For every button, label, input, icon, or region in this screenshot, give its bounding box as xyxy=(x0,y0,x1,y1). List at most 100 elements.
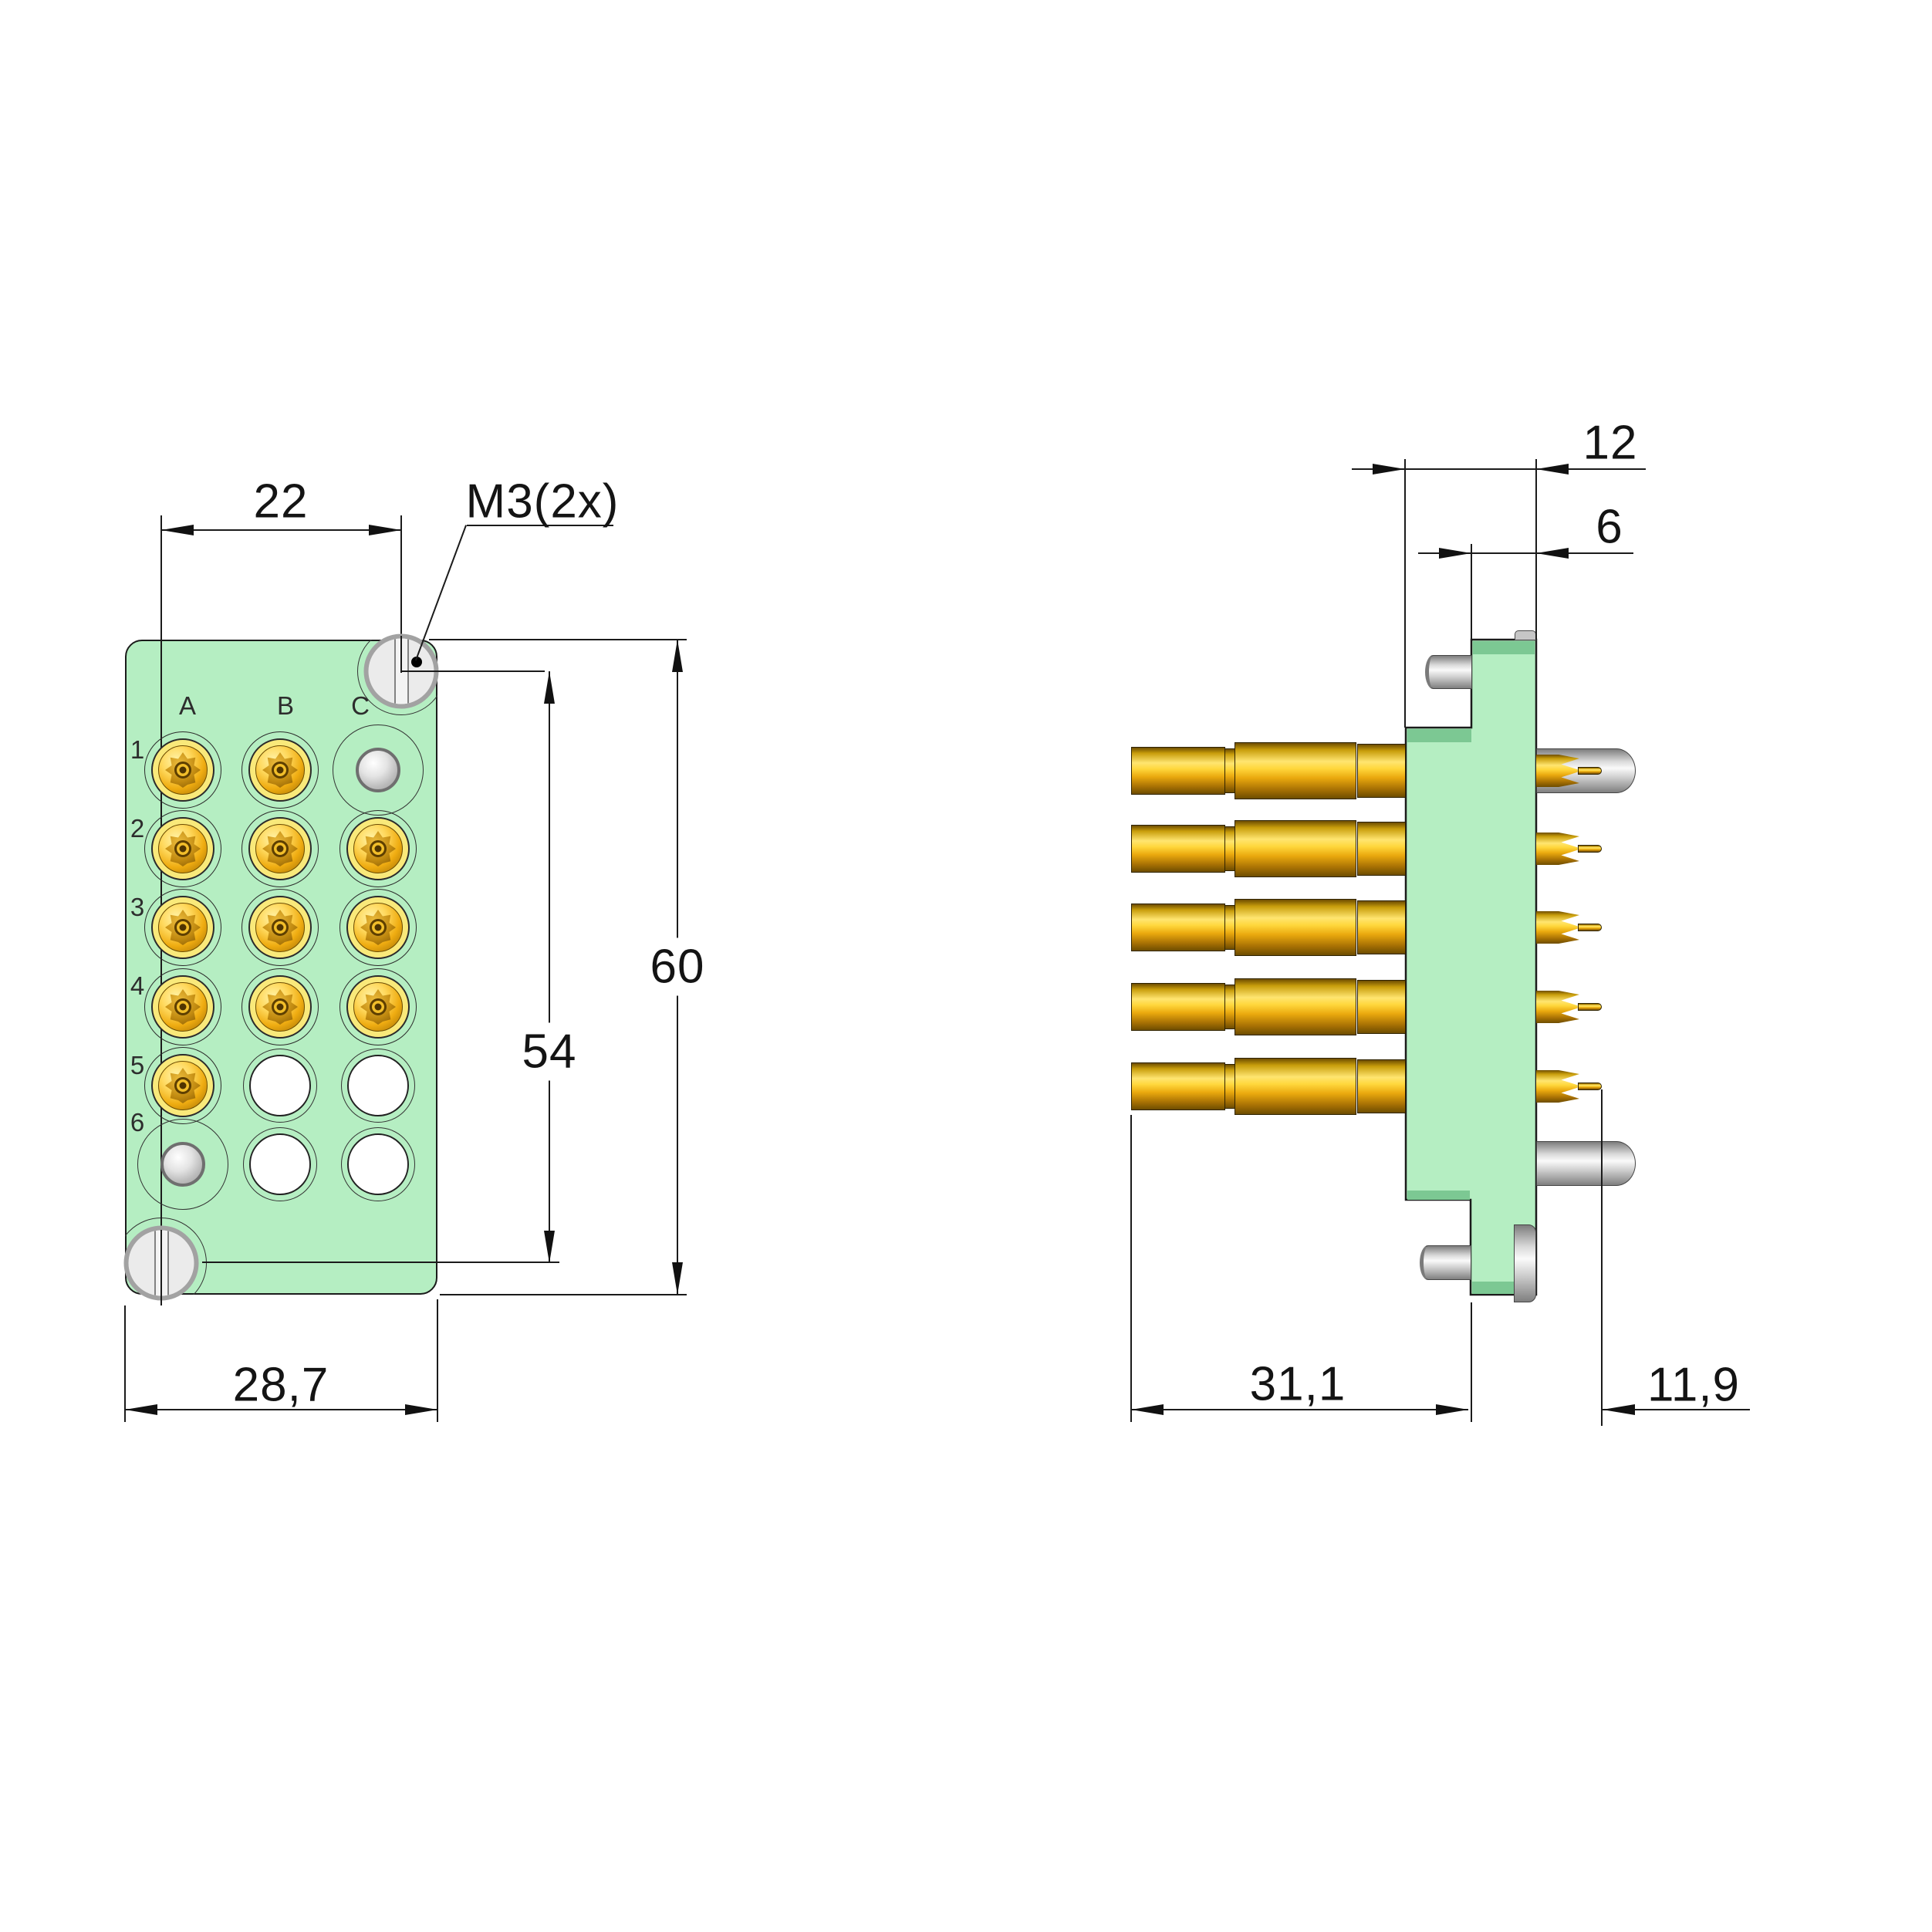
dim-line xyxy=(1603,1409,1750,1410)
dim-plate-height: 60 xyxy=(640,937,714,996)
column-label-A: A xyxy=(178,691,197,720)
contact-center-hole xyxy=(179,1082,187,1089)
contact-A3 xyxy=(144,889,221,966)
contact-B2 xyxy=(242,810,319,887)
dim-arrow xyxy=(369,525,401,535)
contact-B1 xyxy=(242,731,319,809)
empty-hole xyxy=(249,1133,311,1195)
hole-countersink-ring xyxy=(341,1127,415,1201)
dim-line xyxy=(161,529,401,531)
dim-arrow xyxy=(544,671,555,704)
contact-countersink-ring xyxy=(242,810,319,887)
dim-contact-length-front: 31,1 xyxy=(1249,1357,1346,1411)
leader-dot xyxy=(411,657,422,667)
side-screw-bottom-icon xyxy=(1420,1245,1471,1280)
extension-line xyxy=(400,636,402,673)
contact-center-hole xyxy=(276,845,284,853)
extension-line xyxy=(1130,1115,1132,1422)
row-label-6: 6 xyxy=(130,1108,145,1137)
contact-countersink-ring xyxy=(144,731,221,809)
dim-flange-depth-total: 12 xyxy=(1582,416,1638,470)
contact-center-hole xyxy=(374,845,382,853)
extension-line xyxy=(1601,1089,1603,1426)
contact-countersink-ring xyxy=(242,889,319,966)
guide-C1 xyxy=(333,724,424,816)
extension-line xyxy=(124,1305,126,1422)
contact-countersink-ring xyxy=(144,810,221,887)
contact-center-pin-row-1 xyxy=(1578,767,1602,775)
contact-center-pin-row-3 xyxy=(1578,924,1602,931)
contact-A2 xyxy=(144,810,221,887)
hole-countersink-ring xyxy=(243,1127,317,1201)
contact-center-hole xyxy=(179,766,187,774)
dim-arrow xyxy=(1131,1404,1164,1415)
contact-barrel-left-row-5 xyxy=(1131,1062,1225,1110)
contact-C4 xyxy=(339,968,417,1045)
contact-center-hole xyxy=(179,1003,187,1011)
contact-countersink-ring xyxy=(144,968,221,1045)
contact-neck-row-1 xyxy=(1224,748,1235,793)
contact-barrel-left-row-2 xyxy=(1131,825,1225,873)
contact-crown-tip-row-5 xyxy=(1536,1070,1579,1103)
contact-crown-tip-row-4 xyxy=(1536,991,1579,1023)
contact-crown-tip-row-1 xyxy=(1536,755,1579,787)
dim-contact-length-rear: 11,9 xyxy=(1647,1358,1741,1412)
screw-thread-label: M3(2x) xyxy=(465,475,620,529)
hole-countersink-ring xyxy=(243,1049,317,1123)
contact-barrel-left-row-3 xyxy=(1131,904,1225,951)
contact-crown-tip-row-3 xyxy=(1536,911,1579,944)
contact-barrel-main-row-3 xyxy=(1235,899,1356,956)
contact-barrel-main-row-1 xyxy=(1235,742,1356,799)
dim-screw-spacing-y: 54 xyxy=(512,1022,586,1081)
extension-line xyxy=(1471,1302,1472,1422)
contact-center-pin-row-5 xyxy=(1578,1083,1602,1090)
dim-line xyxy=(1131,1409,1468,1410)
dim-plate-width: 28,7 xyxy=(232,1358,329,1412)
extension-line xyxy=(1404,459,1406,728)
contact-C2 xyxy=(339,810,417,887)
contact-barrel-main-row-5 xyxy=(1235,1058,1356,1115)
guide-pin-icon xyxy=(160,1142,205,1187)
hole-B6 xyxy=(242,1126,319,1203)
dim-arrow xyxy=(1439,548,1471,559)
contact-barrel-rear-row-1 xyxy=(1357,744,1406,798)
contact-countersink-ring xyxy=(242,731,319,809)
dim-arrow xyxy=(1436,1404,1468,1415)
contact-barrel-rear-row-2 xyxy=(1357,822,1406,876)
extension-line xyxy=(202,1262,559,1263)
row-label-3: 3 xyxy=(130,893,145,921)
contact-center-hole xyxy=(179,845,187,853)
contact-countersink-ring xyxy=(339,968,417,1045)
contact-barrel-left-row-1 xyxy=(1131,747,1225,795)
contact-B3 xyxy=(242,889,319,966)
guide-countersink-ring xyxy=(137,1119,228,1210)
guide-pin-icon xyxy=(356,748,400,792)
contact-neck-row-4 xyxy=(1224,985,1235,1029)
front-view-plate-contours xyxy=(125,640,437,1295)
contact-center-hole xyxy=(276,1003,284,1011)
dim-arrow xyxy=(125,1404,157,1415)
contact-center-hole xyxy=(374,924,382,931)
contact-C3 xyxy=(339,889,417,966)
contact-barrel-main-row-2 xyxy=(1235,820,1356,877)
contact-center-pin-row-2 xyxy=(1578,845,1602,853)
contact-barrel-left-row-4 xyxy=(1131,983,1225,1031)
row-label-4: 4 xyxy=(130,971,145,1000)
extension-line xyxy=(437,1299,438,1422)
hole-countersink-ring xyxy=(341,1049,415,1123)
label-underline xyxy=(467,525,613,526)
hole-C6 xyxy=(339,1126,417,1203)
dim-arrow xyxy=(1536,464,1569,475)
extension-line xyxy=(1471,544,1472,640)
extension-line xyxy=(400,515,402,636)
empty-hole xyxy=(249,1055,311,1116)
contact-A1 xyxy=(144,731,221,809)
contact-center-pin-row-4 xyxy=(1578,1003,1602,1011)
extension-line xyxy=(429,639,687,640)
contact-barrel-main-row-4 xyxy=(1235,978,1356,1035)
dim-arrow xyxy=(672,1262,683,1295)
column-label-C: C xyxy=(351,691,370,720)
contact-neck-row-5 xyxy=(1224,1064,1235,1109)
dim-arrow xyxy=(405,1404,437,1415)
